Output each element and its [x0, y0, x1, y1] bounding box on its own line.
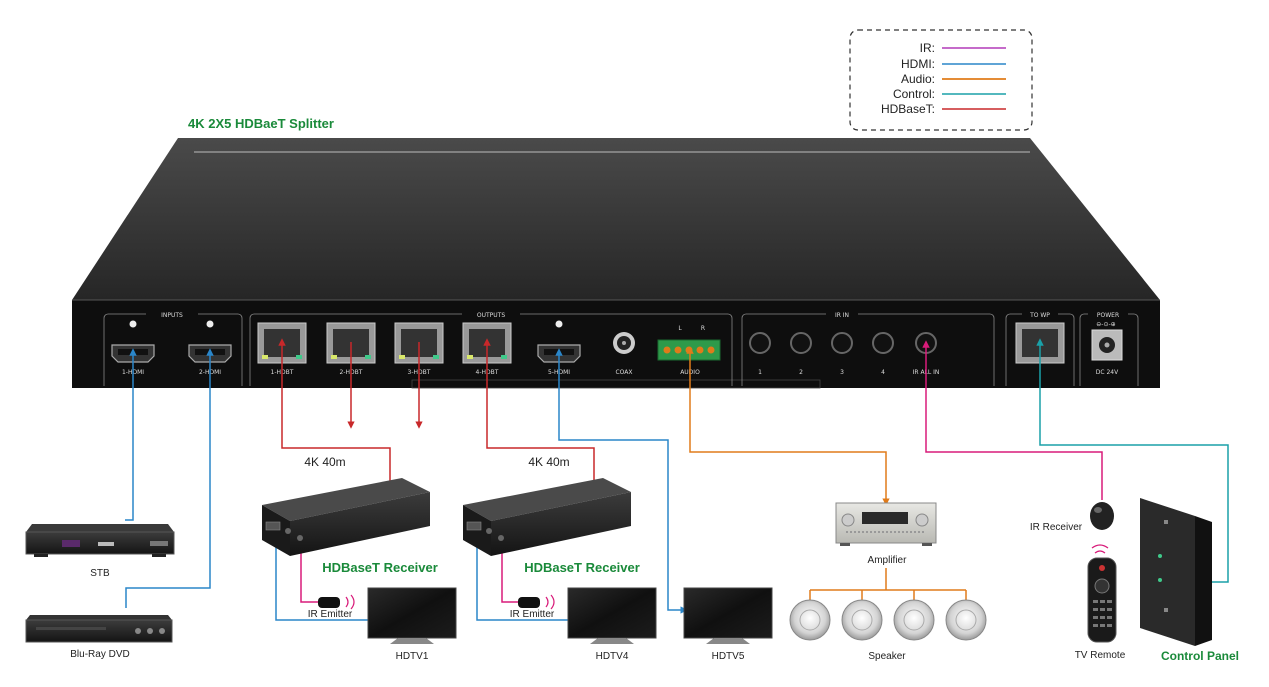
- ir-receiver-device: [1090, 502, 1114, 530]
- label-ir-receiver: IR Receiver: [1030, 522, 1083, 533]
- group-label-outputs: OUTPUTS: [477, 312, 505, 319]
- led-input1: [129, 320, 137, 328]
- port-ir-4[interactable]: [872, 332, 894, 354]
- bluray-device: [25, 615, 173, 643]
- hdbaset-receiver-1: [262, 478, 430, 556]
- speaker-4: [945, 599, 987, 641]
- control-panel-device: [1140, 498, 1212, 646]
- label-control-panel: Control Panel: [1161, 649, 1239, 663]
- speaker-1: [789, 599, 831, 641]
- legend-label-hdbaset: HDBaseT:: [881, 102, 935, 116]
- hdbaset-receiver-2: [463, 478, 631, 556]
- label-receiver1: HDBaseT Receiver: [322, 560, 438, 575]
- ir-emitter-1: [318, 594, 355, 610]
- stb-device: [25, 524, 175, 557]
- group-label-power: POWER: [1097, 312, 1119, 319]
- speaker-2: [841, 599, 883, 641]
- port-dc-power[interactable]: [1091, 329, 1123, 361]
- label-stb: STB: [90, 568, 110, 579]
- diagram-title: 4K 2X5 HDBaeT Splitter: [188, 116, 334, 131]
- port-audio[interactable]: [657, 339, 721, 361]
- cable-hdmi-hdtv4: [473, 536, 568, 621]
- port-label-coax: COAX: [615, 369, 632, 376]
- cable-ir-emitter1: [297, 542, 318, 603]
- legend-label-control: Control:: [893, 87, 935, 101]
- legend-label-ir: IR:: [920, 41, 935, 55]
- port-ir-2[interactable]: [790, 332, 812, 354]
- group-label-ir-in: IR IN: [835, 312, 849, 319]
- cable-hdmi-hdtv5: [555, 348, 688, 614]
- ir-emitter-2: [518, 594, 555, 610]
- cable-control-panel: [1036, 338, 1229, 583]
- cable-ir-receiver: [922, 340, 1103, 500]
- port-label-ir3: 3: [840, 369, 844, 376]
- legend-item-audio: Audio:: [901, 72, 1006, 86]
- legend-label-hdmi: HDMI:: [901, 57, 935, 71]
- cable-hdmi-bluray: [125, 348, 214, 608]
- legend-item-control: Control:: [893, 87, 1006, 101]
- label-receiver2: HDBaseT Receiver: [524, 560, 640, 575]
- cable-hdbt-1: [278, 338, 391, 485]
- cable-hdmi-hdtv1: [272, 536, 368, 621]
- splitter-top: [72, 138, 1160, 300]
- label-hdtv1: HDTV1: [396, 651, 429, 662]
- cable-ir-emitter2: [498, 542, 518, 603]
- port-label-dc: DC 24V: [1096, 369, 1119, 376]
- label-receiver2-distance: 4K 40m: [528, 455, 569, 469]
- audio-label-r: R: [701, 325, 705, 332]
- port-ir-3[interactable]: [831, 332, 853, 354]
- audio-label-l: L: [678, 325, 682, 332]
- label-bluray: Blu-Ray DVD: [70, 649, 129, 660]
- port-label-ir2: 2: [799, 369, 803, 376]
- amplifier-device: [835, 502, 937, 546]
- legend-item-hdbaset: HDBaseT:: [881, 102, 1006, 116]
- label-receiver1-distance: 4K 40m: [304, 455, 345, 469]
- hdtv1-display: [367, 587, 457, 644]
- legend-label-audio: Audio:: [901, 72, 935, 86]
- led-output5: [555, 320, 563, 328]
- ir-signal-icon: [1091, 544, 1109, 554]
- label-ir-emitter2: IR Emitter: [510, 609, 555, 620]
- power-symbol: ⊖-⊙-⊕: [1096, 321, 1115, 328]
- port-label-ir4: 4: [881, 369, 885, 376]
- hdtv5-display: [683, 587, 773, 644]
- label-ir-emitter1: IR Emitter: [308, 609, 353, 620]
- label-tv-remote: TV Remote: [1075, 650, 1126, 661]
- label-speaker: Speaker: [868, 651, 906, 662]
- splitter-device: INPUTS OUTPUTS IR IN TO WP POWER 1-HDMI …: [72, 138, 1160, 389]
- hdtv4-display: [567, 587, 657, 644]
- label-amplifier: Amplifier: [868, 555, 908, 566]
- led-input2: [206, 320, 214, 328]
- group-label-to-wp: TO WP: [1029, 312, 1050, 319]
- label-hdtv5: HDTV5: [712, 651, 745, 662]
- cable-audio-amplifier: [686, 346, 890, 506]
- label-hdtv4: HDTV4: [596, 651, 629, 662]
- cable-speaker-bus: [809, 568, 967, 602]
- legend-item-ir: IR:: [920, 41, 1006, 55]
- port-label-ir1: 1: [758, 369, 762, 376]
- port-ir-1[interactable]: [749, 332, 771, 354]
- tv-remote-device: [1087, 557, 1117, 643]
- group-label-inputs: INPUTS: [161, 312, 183, 319]
- port-coax[interactable]: [613, 332, 635, 354]
- speaker-3: [893, 599, 935, 641]
- legend-item-hdmi: HDMI:: [901, 57, 1006, 71]
- legend: IR: HDMI: Audio: Control: HDBaseT:: [849, 29, 1033, 131]
- cable-hdmi-stb: [125, 348, 137, 521]
